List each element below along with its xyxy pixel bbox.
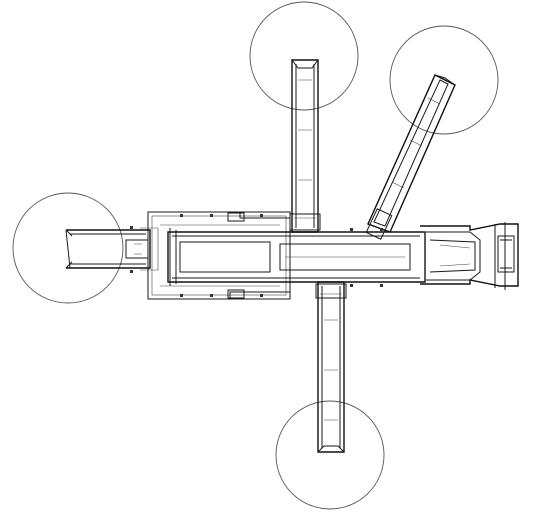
radius-circle-top [249, 1, 359, 111]
left-conveyor [65, 226, 159, 273]
main-conveyor [167, 228, 426, 286]
radius-circle-bottom [275, 400, 385, 510]
chassis-frame [147, 211, 291, 300]
radius-circle-left [12, 192, 124, 304]
frame-fasteners [180, 214, 383, 297]
radius-circle-top-right [389, 25, 499, 135]
top-conveyor [289, 59, 321, 233]
angled-conveyor [365, 74, 456, 240]
bottom-conveyor [315, 281, 347, 453]
feed-hopper [420, 222, 519, 290]
